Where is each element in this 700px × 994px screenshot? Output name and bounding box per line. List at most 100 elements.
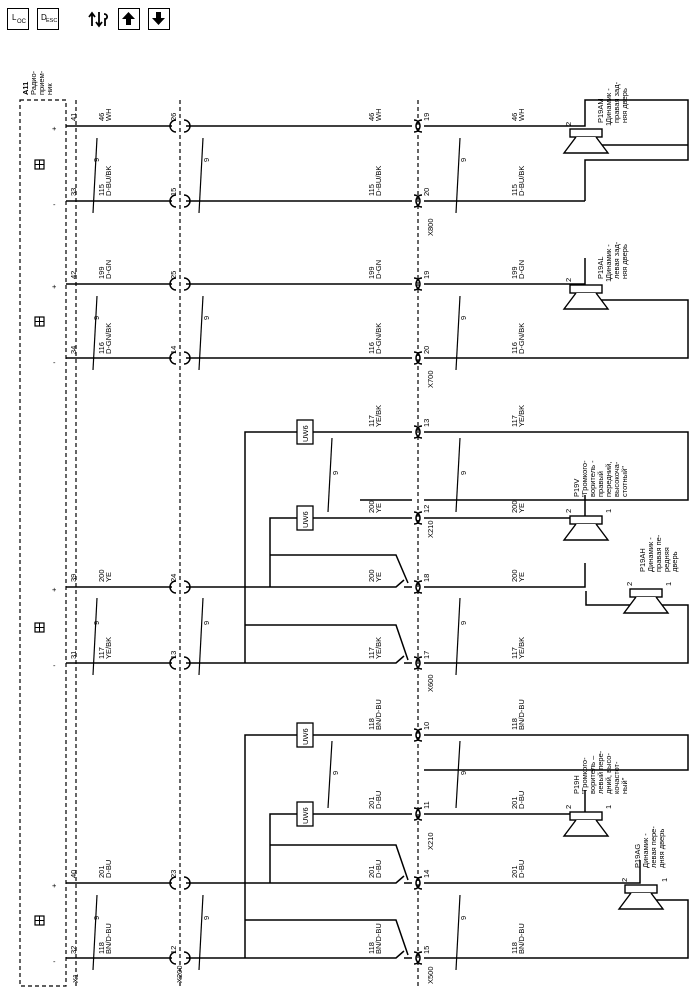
p19ag-label-2: левая пере-	[649, 826, 658, 868]
p19h-pin-2: 2	[564, 805, 573, 809]
wire-size-4d: 9	[331, 771, 340, 775]
radio-pin-32: 32	[69, 946, 78, 954]
x210-pin-11: 11	[422, 801, 431, 809]
polarity-plus-3: +	[52, 585, 57, 594]
description-view-button[interactable]: D ESC	[37, 8, 59, 30]
radio-pin-31: 31	[69, 651, 78, 659]
wire-46-number-b: 46	[367, 113, 376, 121]
wire-116-number-b: 116	[367, 342, 376, 354]
p19v-label-2: воритель -	[588, 460, 597, 497]
wire-118-number-b: 118	[367, 942, 376, 954]
p19v-label-1: "Громкого-	[580, 460, 589, 497]
p19v-pin-2: 2	[564, 509, 573, 513]
p19am-pin-2: 2	[564, 122, 573, 126]
wire-size-3c: 9	[459, 621, 468, 625]
p19h-label-4: дний, высо-	[604, 753, 613, 794]
loc-button-main-label: L	[12, 13, 17, 22]
x200-pin-25: 25	[169, 271, 178, 279]
amplifier-icon	[34, 159, 45, 926]
twist-marks	[92, 137, 461, 971]
p19ag-label-3: дняя дверь	[657, 829, 666, 868]
wire-118-number-d: 118	[367, 718, 376, 730]
wire-118-number-a: 118	[97, 942, 106, 954]
p19v-label: P19V "Громкого- воритель - правый передн…	[572, 460, 629, 497]
wire-117-color-d: YE/BK	[374, 405, 383, 427]
wire-117-number-c: 117	[510, 647, 519, 659]
splice-uw6-d: UW6	[301, 807, 310, 824]
circuit-p19h-p19ag: UW6 UW6 40 32 23 12 10 11 14 15 201 D-BU…	[66, 699, 689, 959]
wire-115-number-b: 115	[367, 184, 376, 196]
p19al-label-0: P19AL	[596, 256, 605, 279]
page-up-button[interactable]	[118, 8, 140, 30]
x500-pin-14: 14	[422, 870, 431, 878]
p19h-label-3: левый пере-	[596, 750, 605, 794]
wire-199-color-b: D-GN	[374, 260, 383, 279]
wire-size-4a: 9	[92, 916, 101, 920]
wire-size-4b: 9	[202, 916, 211, 920]
x200-label: X200	[175, 965, 184, 983]
p19ah-label: P19AH Динамик - правая пе- редняя дверь	[638, 534, 679, 572]
polarity-minus-3: -	[53, 661, 56, 670]
wire-200-number-b: 200	[367, 569, 376, 582]
p19v-label-0: P19V	[572, 479, 581, 497]
wire-115-color-c: D-BU/BK	[517, 166, 526, 196]
wire-201-number-e: 201	[510, 796, 519, 809]
toolbar: L OC D ESC	[0, 0, 700, 40]
p19v-pin-1: 1	[604, 509, 613, 513]
p19ah-label-4: дверь	[670, 551, 679, 572]
circuit-p19al: 42 34 25 14 19 20 199 D-GN 199 D-GN 199 …	[66, 241, 689, 359]
wire-200-color-a: YE	[104, 572, 113, 582]
wire-118-color-e: BN/D-BU	[517, 699, 526, 730]
p19ah-label-1: Динамик -	[646, 537, 655, 572]
x500-pin-15: 15	[422, 946, 431, 954]
p19h-label-5: кочастот-	[612, 761, 621, 794]
wire-118-color-c: BN/D-BU	[517, 923, 526, 954]
p19al-label-3: няя дверь	[620, 244, 629, 279]
x210-pin-10: 10	[422, 722, 431, 730]
wire-46-color-c: WH	[517, 109, 526, 122]
x200-pin-13: 13	[169, 651, 178, 659]
wire-117-number-d: 117	[367, 415, 376, 427]
wire-115-color-a: D-BU/BK	[104, 166, 113, 196]
wire-size-1a: 9	[92, 158, 101, 162]
location-view-button[interactable]: L OC	[7, 8, 29, 30]
p19al-label-1: Динамик -	[604, 244, 613, 279]
x200-pin-26: 26	[169, 113, 178, 121]
p19ah-pin-2: 2	[625, 582, 634, 586]
wire-200-number-e: 200	[510, 500, 519, 513]
component-view-button[interactable]	[88, 8, 110, 30]
p19ag-pin-2: 2	[620, 878, 629, 882]
p19v-label-5: высокоча-	[612, 461, 621, 497]
polarity-minus-4: -	[53, 957, 56, 966]
component-view-icon	[88, 11, 109, 28]
x800-label-a: X800	[426, 218, 435, 236]
x210-label-a: X210	[426, 520, 435, 538]
p19al-pin-2: 2	[564, 278, 573, 282]
p19am-label-1: Динамик -	[604, 88, 613, 123]
polarity-plus-2: +	[52, 282, 57, 291]
radio-module-outline	[19, 99, 67, 987]
x210-pin-12: 12	[422, 505, 431, 513]
wire-199-color-c: D-GN	[517, 260, 526, 279]
x1-label: X1	[71, 974, 80, 983]
wire-201-number-b: 201	[367, 865, 376, 878]
wire-118-number-e: 118	[510, 718, 519, 730]
x600-pin-18: 18	[422, 574, 431, 582]
p19am-pin-1: 1	[604, 122, 613, 126]
x800-pin-20: 20	[422, 188, 431, 196]
p19ah-label-2: правая пе-	[654, 534, 663, 572]
page-down-button[interactable]	[148, 8, 170, 30]
radio-pin-42: 42	[69, 271, 78, 279]
wire-size-3e: 9	[459, 471, 468, 475]
wire-201-number-d: 201	[367, 796, 376, 809]
radio-label-1: Радио-	[29, 70, 38, 95]
circuit-p19v-p19ah: UW6 UW6 39 31 24 13 13 12 18 17 200 YE 2…	[66, 405, 689, 664]
p19ag-pin-1: 1	[660, 878, 669, 882]
wire-size-4e: 9	[459, 771, 468, 775]
splice-uw6-c: UW6	[301, 728, 310, 745]
wire-46-number-c: 46	[510, 113, 519, 121]
radio-pin-39: 39	[69, 574, 78, 582]
p19am-label-2: правая зад-	[612, 81, 621, 123]
radio-pin-34: 34	[69, 346, 78, 354]
